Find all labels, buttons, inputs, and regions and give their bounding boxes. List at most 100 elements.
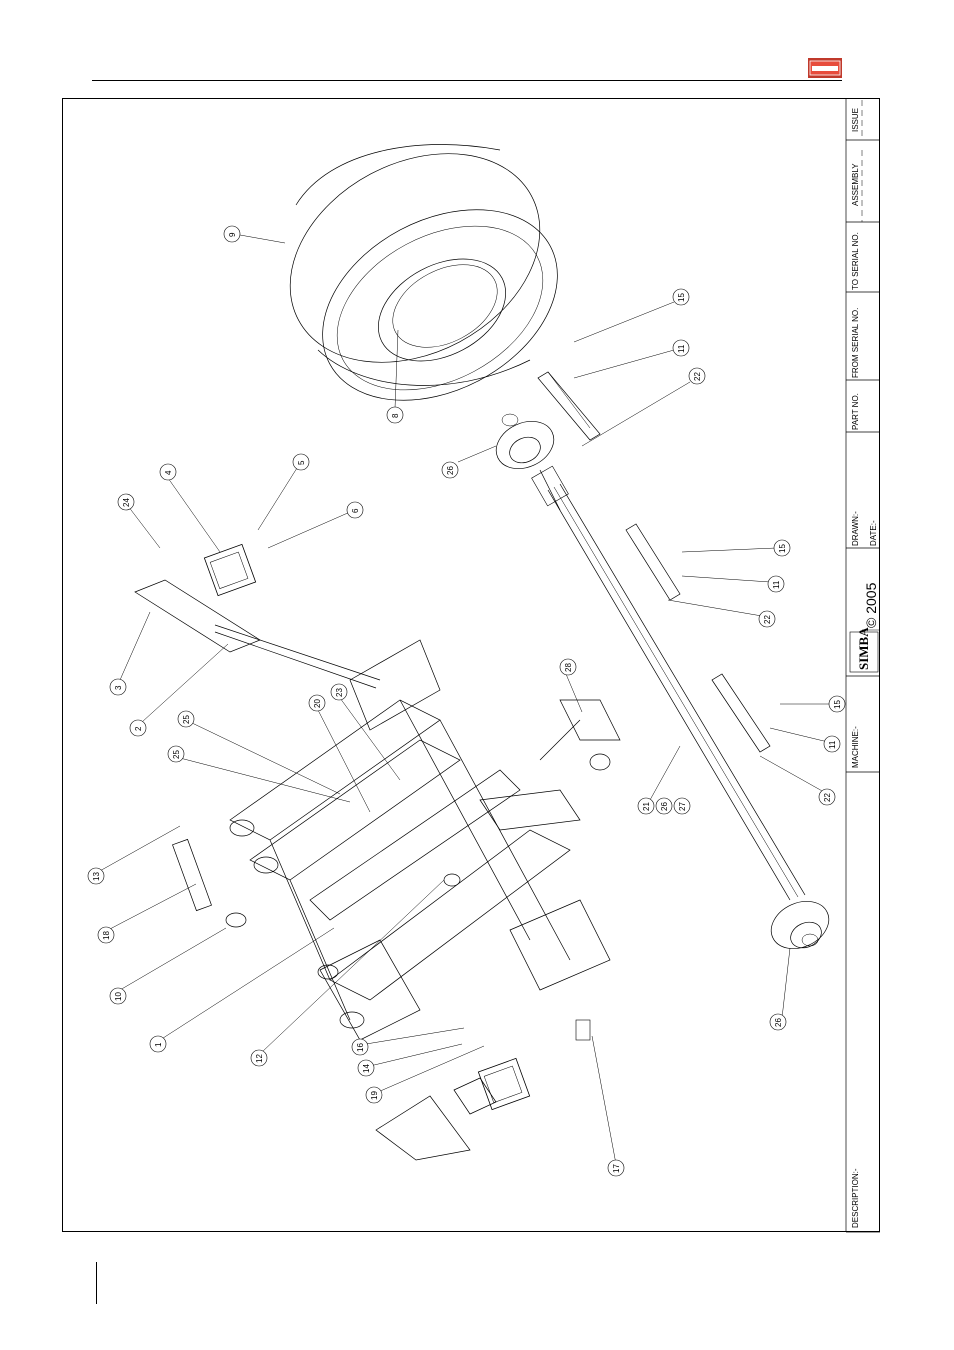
callout-15: 15	[673, 289, 689, 305]
callout-17: 17	[608, 1160, 624, 1176]
callout-10: 10	[110, 988, 126, 1004]
machine-label: MACHINE:-	[851, 726, 860, 768]
callout-2: 2	[130, 720, 146, 736]
svg-text:8: 8	[391, 413, 400, 418]
mud-flap-bottom	[376, 1078, 496, 1160]
svg-text:12: 12	[255, 1054, 264, 1063]
callout-25b: 25	[168, 746, 184, 762]
callout-11b: 11	[768, 576, 784, 592]
svg-text:9: 9	[228, 232, 237, 237]
svg-text:28: 28	[564, 663, 573, 672]
axle	[532, 466, 805, 900]
callout-bubbles: 9 8 26 15 11 22 4 24 5 6 3 2 15 11 22 28…	[88, 226, 845, 1176]
callout-11c: 11	[824, 736, 840, 752]
svg-text:25: 25	[182, 715, 191, 724]
part-no-label: PART NO.	[851, 393, 860, 430]
copyright-text: © 2005	[863, 582, 879, 628]
stand-shaft	[576, 1020, 590, 1040]
svg-text:5: 5	[297, 460, 306, 465]
leader-lines	[98, 235, 832, 1164]
date-label: DATE:-	[869, 520, 878, 546]
svg-text:20: 20	[313, 699, 322, 708]
svg-text:22: 22	[693, 372, 702, 381]
callout-4: 4	[160, 464, 176, 480]
reflector-top	[204, 544, 255, 595]
svg-text:19: 19	[370, 1091, 379, 1100]
svg-text:26: 26	[774, 1018, 783, 1027]
tyre	[254, 112, 590, 439]
callout-21: 21	[638, 798, 654, 814]
callout-16: 16	[352, 1039, 368, 1055]
callout-6: 6	[347, 502, 363, 518]
description-label: DESCRIPTION:-	[851, 1168, 860, 1228]
callout-24: 24	[118, 494, 134, 510]
svg-text:16: 16	[356, 1043, 365, 1052]
svg-text:11: 11	[677, 344, 686, 353]
callout-23: 23	[331, 684, 347, 700]
svg-text:22: 22	[763, 615, 772, 624]
svg-text:6: 6	[351, 508, 360, 513]
callout-15b: 15	[774, 540, 790, 556]
svg-text:1: 1	[154, 1042, 163, 1047]
callout-28: 28	[560, 659, 576, 675]
svg-text:26: 26	[660, 802, 669, 811]
to-serial-label: TO SERIAL NO.	[851, 232, 860, 290]
svg-text:4: 4	[164, 470, 173, 475]
callout-12: 12	[251, 1050, 267, 1066]
reflector-bottom	[478, 1058, 529, 1109]
title-block: DESCRIPTION:- MACHINE:- SIMBA © 2005 DRA…	[846, 98, 880, 1232]
svg-text:11: 11	[828, 740, 837, 749]
callout-26: 26	[442, 462, 458, 478]
callout-25a: 25	[178, 711, 194, 727]
callout-22c: 22	[819, 789, 835, 805]
svg-text:2: 2	[134, 726, 143, 731]
svg-text:17: 17	[612, 1164, 621, 1173]
callout-18: 18	[98, 927, 114, 943]
chassis-frame	[230, 640, 610, 1040]
svg-text:13: 13	[92, 872, 101, 881]
callout-22b: 22	[759, 611, 775, 627]
callout-13: 13	[88, 868, 104, 884]
callout-1: 1	[150, 1036, 166, 1052]
svg-text:27: 27	[678, 802, 687, 811]
brand-text: SIMBA	[856, 627, 871, 670]
callout-9: 9	[224, 226, 240, 242]
callout-15c: 15	[829, 696, 845, 712]
svg-text:10: 10	[114, 992, 123, 1001]
svg-text:21: 21	[642, 802, 651, 811]
tow-arm	[135, 580, 380, 688]
angle-bracket-middle	[626, 524, 680, 600]
title-block-brand: SIMBA	[850, 627, 878, 672]
svg-text:18: 18	[102, 931, 111, 940]
callout-5: 5	[293, 454, 309, 470]
callout-26c: 26	[770, 1014, 786, 1030]
svg-text:26: 26	[446, 466, 455, 475]
angle-bracket-top	[538, 372, 600, 440]
callout-19: 19	[366, 1087, 382, 1103]
callout-20: 20	[309, 695, 325, 711]
from-serial-label: FROM SERIAL NO.	[851, 308, 860, 378]
callout-8: 8	[387, 407, 403, 423]
hub-bottom	[764, 892, 837, 957]
svg-text:25: 25	[172, 750, 181, 759]
svg-text:15: 15	[833, 700, 842, 709]
drawn-label: DRAWN:-	[851, 511, 860, 546]
svg-text:3: 3	[114, 685, 123, 690]
assembly-label: ASSEMBLY	[851, 163, 860, 206]
callout-27: 27	[674, 798, 690, 814]
angle-bracket-bottom	[712, 674, 770, 752]
callout-11: 11	[673, 340, 689, 356]
jack-stand	[540, 700, 620, 770]
callout-14: 14	[358, 1060, 374, 1076]
svg-text:11: 11	[772, 580, 781, 589]
hub-top	[489, 412, 562, 510]
svg-text:15: 15	[778, 544, 787, 553]
pin-assembly	[173, 839, 246, 927]
svg-text:14: 14	[362, 1064, 371, 1073]
svg-text:15: 15	[677, 293, 686, 302]
svg-text:24: 24	[122, 498, 131, 507]
callout-26b: 26	[656, 798, 672, 814]
callout-22: 22	[689, 368, 705, 384]
svg-text:22: 22	[823, 793, 832, 802]
